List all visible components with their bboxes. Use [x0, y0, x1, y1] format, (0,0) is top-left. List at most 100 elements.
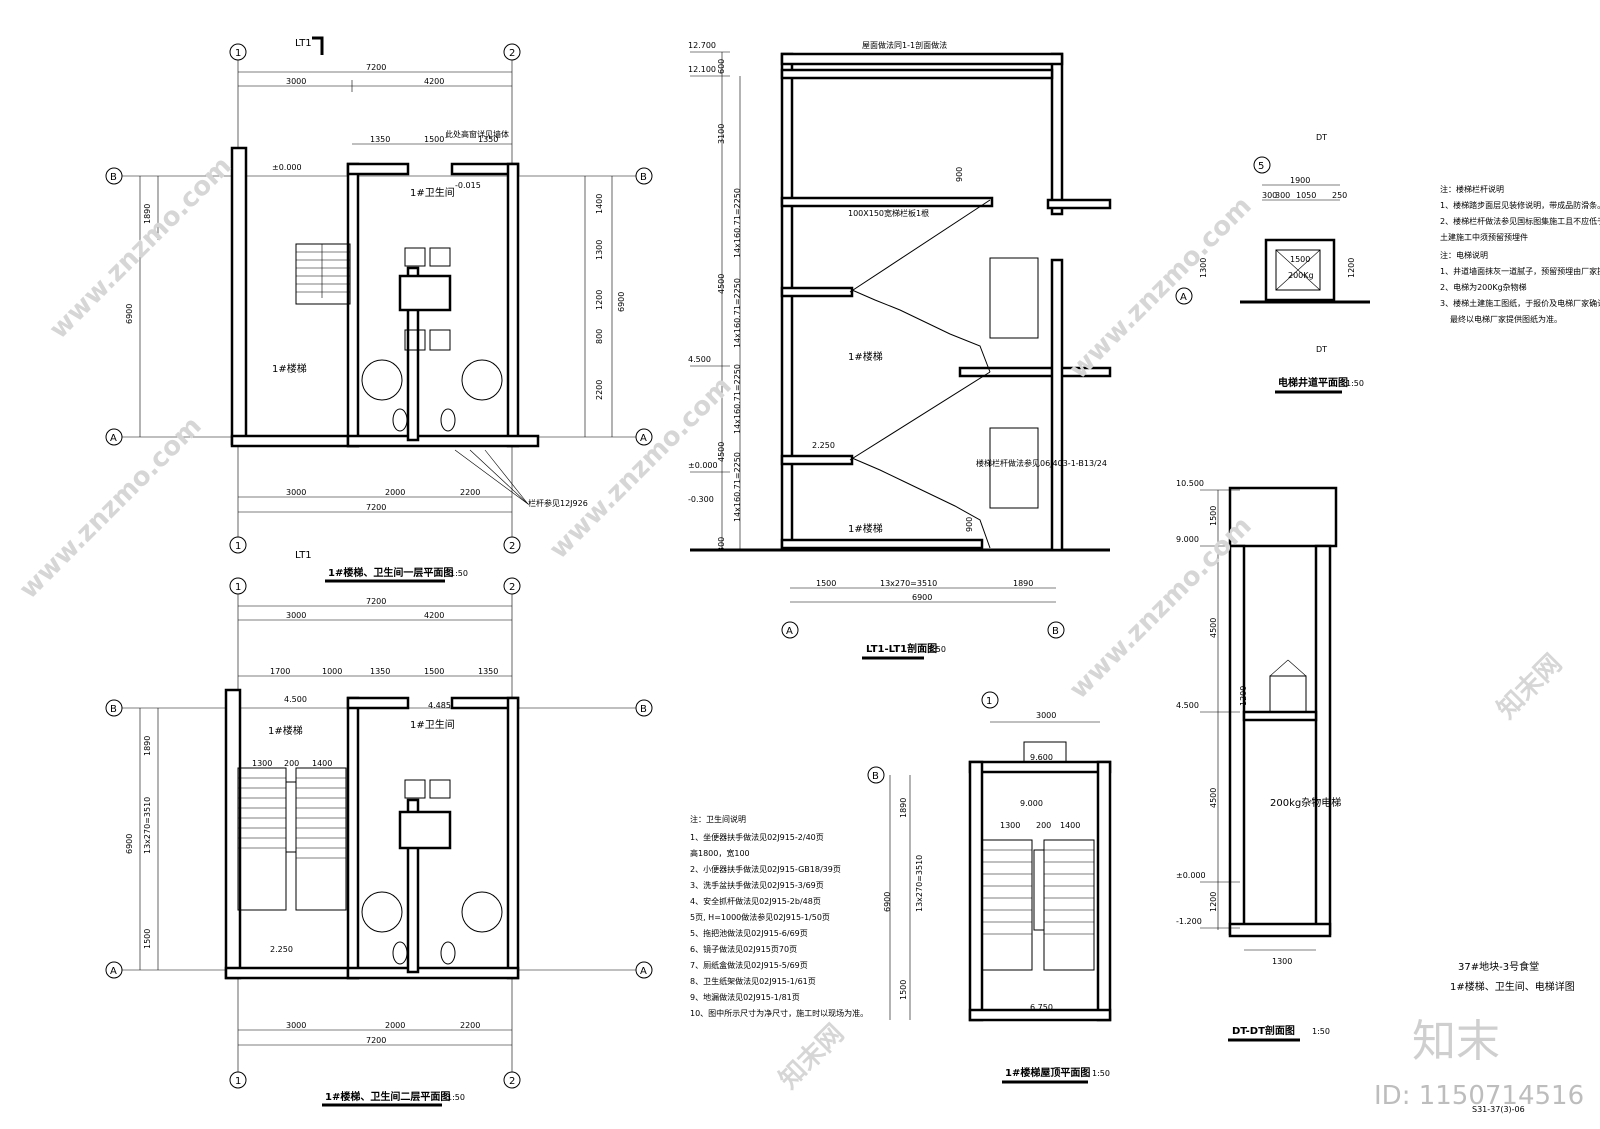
grid-label: 1	[235, 582, 241, 593]
dim-text: 1890	[899, 798, 908, 818]
wall	[406, 266, 420, 442]
dim-text: 600	[717, 59, 726, 74]
grid-label: 5	[1258, 161, 1264, 172]
grid-label: B	[110, 704, 117, 715]
note-window: 此处高窗详见墙体	[445, 129, 509, 139]
level-mark: -1.200	[1176, 917, 1202, 926]
drawing-scale: 1:50	[450, 569, 468, 578]
level-mark: 2.250	[812, 441, 835, 450]
level-mark: ±0.000	[1176, 871, 1206, 880]
grid-label: 2	[509, 582, 515, 593]
note-line: 土建施工中须预留预埋件	[1440, 232, 1528, 242]
grid-label: B	[1052, 626, 1059, 637]
level-mark: 12.700	[688, 41, 716, 50]
drawing-scale: 1:50	[1312, 1027, 1330, 1036]
note-line: 10、图中所示尺寸为净尺寸，施工时以现场为准。	[690, 1008, 868, 1018]
watermark-text: www.znzmo.com	[1064, 191, 1258, 385]
note-line: 高1800，宽100	[690, 848, 750, 858]
dim-text: 1300	[595, 240, 604, 260]
dim-text: 2200	[460, 488, 480, 497]
grid-label: A	[640, 966, 647, 977]
dim-text: 1400	[312, 759, 332, 768]
dim-text: 1200	[1347, 258, 1356, 278]
note-line: 5页, H=1000做法参见02J915-1/50页	[690, 912, 830, 922]
dim-text: 1400	[595, 194, 604, 214]
dim-text: 3100	[717, 124, 726, 144]
section-mark: DT	[1316, 133, 1327, 142]
dim-text: 300	[1262, 191, 1277, 200]
grid-label: 2	[509, 1076, 515, 1087]
dim-text: 1890	[143, 204, 152, 224]
grid-label: 1	[235, 1076, 241, 1087]
washbasin	[404, 247, 426, 267]
wheelchair-turn-circle	[461, 359, 503, 401]
note-line: 1、楼梯踏步面层见装修说明，带成品防滑条。	[1440, 200, 1600, 210]
drawing-title: 1#楼梯、卫生间一层平面图	[328, 566, 453, 579]
dim-text: 1350	[478, 135, 498, 144]
dim-text: 1300	[252, 759, 272, 768]
note-ref: 楼梯栏杆做法参见06J403-1-B13/24	[976, 458, 1107, 468]
dim-text: 3000	[1036, 711, 1056, 720]
roof-plan: 1 B 3000 9.600 9.000 6.750 1300 200 14	[867, 691, 1112, 1084]
dim-text: 1300	[1272, 957, 1292, 966]
dim-text: 1500	[816, 579, 836, 588]
dim-text: 200	[1036, 821, 1051, 830]
grid-label: 1	[986, 696, 992, 707]
note-line: 1、坐便器扶手做法见02J915-2/40页	[690, 832, 824, 842]
dim-text: 300	[717, 537, 726, 552]
note-line: 3、洗手盆扶手做法见02J915-3/69页	[690, 880, 824, 890]
dim-text: 1890	[1013, 579, 1033, 588]
dim-text: 1500	[424, 135, 444, 144]
drawing-title: 1#楼梯屋顶平面图	[1005, 1066, 1090, 1079]
note-ref: 栏杆参见12J926	[528, 498, 588, 508]
drawing-scale: 1:50	[1092, 1069, 1110, 1078]
dim-text: 1300	[1000, 821, 1020, 830]
grid-label: A	[110, 433, 117, 444]
dim-text: 3000	[286, 77, 306, 86]
dim-text: 250	[1332, 191, 1347, 200]
project-name: 37#地块-3号食堂	[1458, 960, 1539, 973]
level-mark: 9.000	[1176, 535, 1199, 544]
grid-label: A	[640, 433, 647, 444]
dim-text: 3000	[286, 1021, 306, 1030]
dim-text: 1500	[143, 929, 152, 949]
sheet-number: S31-37(3)-06	[1472, 1105, 1525, 1114]
notes-elevator: 注：楼梯栏杆说明 1、楼梯踏步面层见装修说明，带成品防滑条。 2、楼梯栏杆做法参…	[1440, 184, 1600, 324]
dim-text: 1350	[370, 135, 390, 144]
dim-text: 1050	[1296, 191, 1316, 200]
grid-label: B	[640, 704, 647, 715]
dim-text: 13x270=3510	[143, 797, 152, 854]
drawing-title: 电梯井道平面图	[1278, 376, 1348, 389]
level-mark: -0.300	[688, 495, 714, 504]
section-mark: LT1	[295, 38, 312, 49]
dim-text: 4500	[717, 274, 726, 294]
dim-text: 6900	[617, 292, 626, 312]
dim-text: 1300	[1199, 258, 1208, 278]
dim-text: 1400	[1060, 821, 1080, 830]
dim-text: 4200	[424, 611, 444, 620]
elevator-plan: 5 A DT DT 1900 300 300 1050 250 1500 200…	[1175, 133, 1370, 394]
wheelchair-turn-circle	[361, 359, 403, 401]
watermark-brand: 知末网	[1492, 649, 1568, 725]
note-line: 注：卫生间说明	[690, 814, 746, 824]
dim-text: 200	[284, 759, 299, 768]
grid-label: 1	[235, 541, 241, 552]
wall	[506, 162, 520, 448]
dim-text: 1200	[1239, 686, 1248, 706]
note-line: 4、安全抓杆做法见02J915-2b/48页	[690, 896, 821, 906]
stair-flight	[237, 767, 347, 911]
watermark-text: www.znzmo.com	[1064, 511, 1258, 705]
room-label: 1#卫生间	[410, 186, 455, 199]
dim-text: 14x160.71=2250	[733, 364, 742, 434]
level-mark: 2.250	[270, 945, 293, 954]
drawing-title: LT1-LT1剖面图	[866, 642, 937, 655]
level-mark: ±0.000	[272, 163, 302, 172]
dim-text: 1500	[899, 980, 908, 1000]
level-mark: 10.500	[1176, 479, 1204, 488]
note-line: 7、厕纸盒做法见02J915-5/69页	[690, 960, 808, 970]
level-mark: 4.500	[284, 695, 307, 704]
level-mark: -0.015	[455, 181, 481, 190]
watermark-logo: 知末	[1412, 1016, 1500, 1067]
dim-text: 13x270=3510	[880, 579, 937, 588]
section-mark: LT1	[295, 550, 312, 561]
